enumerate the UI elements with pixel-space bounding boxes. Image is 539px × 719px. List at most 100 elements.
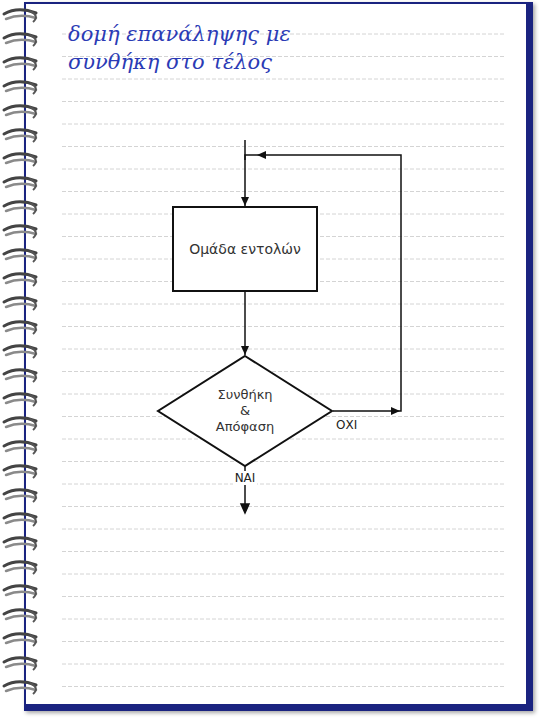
spiral-coil: [4, 514, 36, 526]
ruled-line: [62, 686, 505, 687]
coil-hook: [30, 299, 36, 310]
coil-hook: [30, 515, 36, 526]
coil-wire: [6, 184, 36, 187]
coil-wire: [6, 256, 36, 259]
coil-wire: [6, 520, 36, 523]
coil-hook: [30, 659, 36, 670]
coil-hook: [30, 227, 36, 238]
ruled-line: [62, 326, 505, 327]
coil-hook: [30, 155, 36, 166]
coil-hook: [30, 395, 36, 406]
spiral-coil: [4, 538, 36, 550]
spiral-coil: [4, 442, 36, 454]
coil-wire: [6, 304, 36, 307]
coil-wire: [6, 16, 36, 19]
coil-wire: [6, 112, 36, 115]
ruled-line: [62, 641, 505, 642]
spiral-coil: [4, 58, 36, 70]
diamond-shape: [158, 356, 332, 466]
node-text: Συνθήκη & Απόφαση: [216, 387, 274, 435]
ruled-line: [62, 551, 505, 552]
coil-hook: [30, 419, 36, 430]
spiral-coil: [4, 370, 36, 382]
spiral-coil: [4, 610, 36, 622]
spiral-coil: [4, 346, 36, 358]
arrowhead: [241, 346, 249, 355]
spiral-coil: [4, 10, 36, 22]
ruled-line: [62, 349, 505, 350]
spiral-binding: [4, 10, 36, 694]
coil-wire: [6, 448, 36, 451]
spiral-coil: [4, 322, 36, 334]
ruled-line: [62, 79, 505, 80]
coil-hook: [30, 203, 36, 214]
coil-hook: [30, 59, 36, 70]
coil-wire: [6, 568, 36, 571]
spiral-coil: [4, 106, 36, 118]
ruled-line: [62, 484, 505, 485]
exit-arrowhead: [241, 504, 249, 513]
coil-wire: [6, 424, 36, 427]
spiral-coil: [4, 202, 36, 214]
edge-label: ΟΧΙ: [334, 418, 359, 432]
branch-label: ΝΑΙ: [233, 471, 258, 485]
coil-hook: [30, 563, 36, 574]
coil-hook: [30, 539, 36, 550]
text-stack: Ομάδα εντολών: [189, 241, 301, 258]
decision-diamond: Συνθήκη & Απόφαση: [157, 355, 333, 467]
ruled-line: [62, 664, 505, 665]
ruled-line: [62, 101, 505, 102]
coil-wire: [6, 208, 36, 211]
coil-wire: [6, 64, 36, 67]
spiral-coil: [4, 682, 36, 694]
ruled-line: [62, 574, 505, 575]
spiral-coil: [4, 154, 36, 166]
text-stack: Συνθήκη & Απόφαση: [216, 387, 274, 435]
arrowhead: [241, 197, 249, 206]
coil-wire: [6, 40, 36, 43]
notebook-page: [24, 2, 533, 711]
coil-wire: [6, 640, 36, 643]
coil-hook: [30, 467, 36, 478]
ruled-line: [62, 529, 505, 530]
coil-wire: [6, 352, 36, 355]
coil-wire: [6, 376, 36, 379]
spiral-coil: [4, 418, 36, 430]
spiral-coil: [4, 634, 36, 646]
spiral-coil: [4, 586, 36, 598]
connector: [241, 292, 249, 355]
coil-hook: [30, 275, 36, 286]
coil-hook: [30, 635, 36, 646]
coil-hook: [30, 491, 36, 502]
coil-hook: [30, 35, 36, 46]
ruled-line: [62, 169, 505, 170]
spiral-coil: [4, 658, 36, 670]
ruled-line: [62, 596, 505, 597]
coil-wire: [6, 544, 36, 547]
ruled-lines: [62, 34, 505, 687]
coil-hook: [30, 179, 36, 190]
spiral-coil: [4, 82, 36, 94]
spiral-coil: [4, 274, 36, 286]
ruled-line: [62, 304, 505, 305]
coil-wire: [6, 88, 36, 91]
coil-hook: [30, 443, 36, 454]
coil-wire: [6, 472, 36, 475]
coil-hook: [30, 251, 36, 262]
coil-hook: [30, 83, 36, 94]
coil-hook: [30, 683, 36, 694]
coil-hook: [30, 323, 36, 334]
coil-wire: [6, 400, 36, 403]
coil-wire: [6, 664, 36, 667]
coil-hook: [30, 131, 36, 142]
spiral-coil: [4, 226, 36, 238]
spiral-coil: [4, 34, 36, 46]
node-text: Ομάδα εντολών: [189, 241, 301, 258]
coil-hook: [30, 611, 36, 622]
ruled-line: [62, 619, 505, 620]
spiral-coil: [4, 466, 36, 478]
ruled-line: [62, 191, 505, 192]
spiral-coil: [4, 250, 36, 262]
